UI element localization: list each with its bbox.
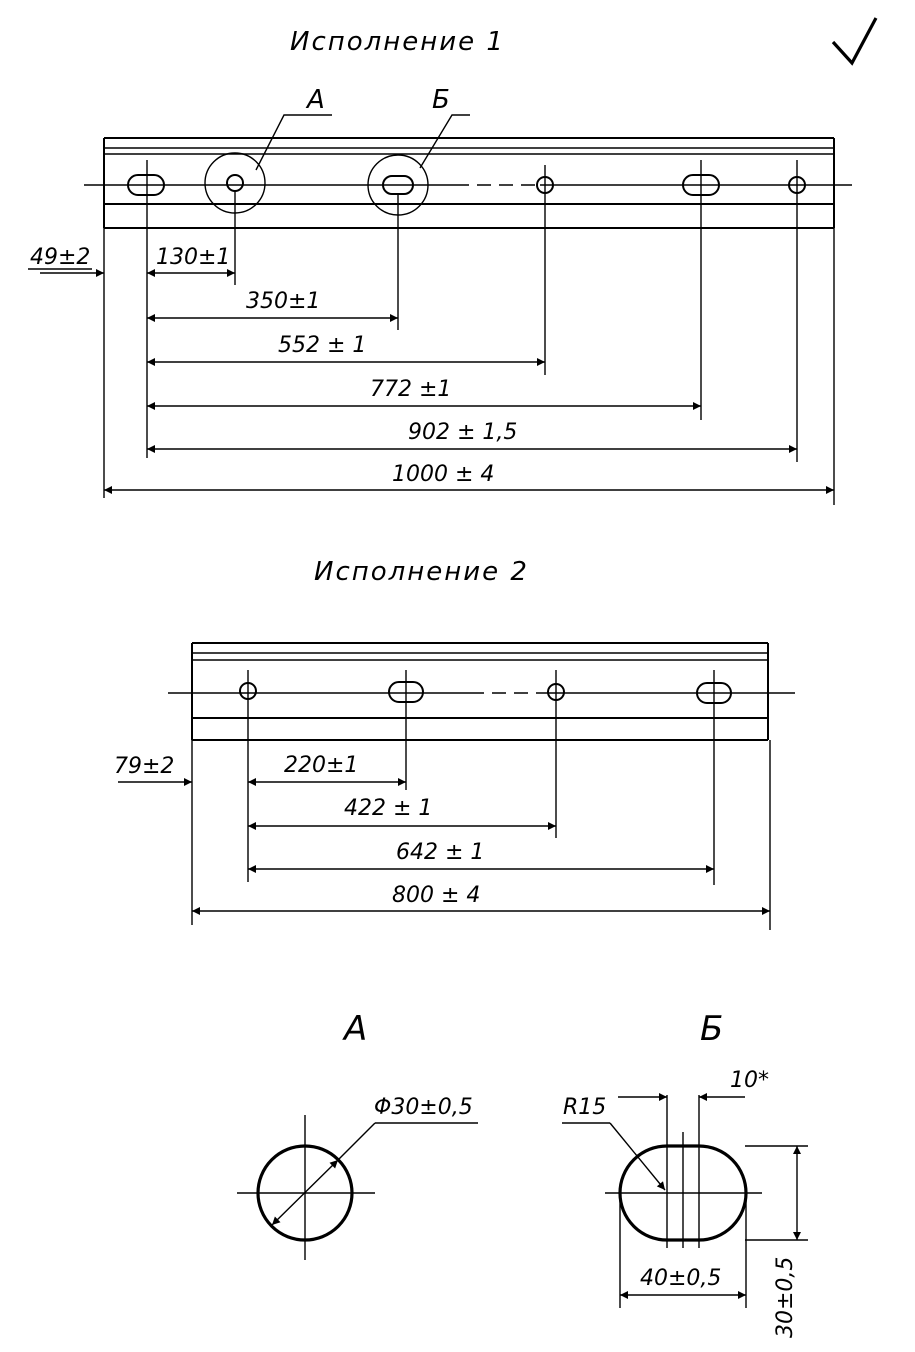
dim-1000: 1000 ± 4 [104,462,834,494]
dim-49: 49±2 [28,245,104,277]
variant2-title: Исполнение 2 [314,557,529,587]
dim-220: 220±1 [248,753,406,786]
svg-text:350±1: 350±1 [246,289,320,314]
svg-text:552 ± 1: 552 ± 1 [278,333,366,358]
svg-text:800 ± 4: 800 ± 4 [392,883,480,908]
extension-lines [103,160,835,505]
round-hole [226,174,244,192]
svg-text:49±2: 49±2 [30,245,90,270]
detail-a-label: А [342,1009,367,1049]
diameter-label: Φ30±0,5 [374,1095,473,1120]
width-star-label: 10* [730,1068,769,1093]
dim-902: 902 ± 1,5 [147,420,797,453]
variant2-bar [168,642,795,741]
dim-350: 350±1 [147,289,398,322]
dim-552: 552 ± 1 [147,333,545,366]
callout-a-label: А [305,85,327,115]
height-label: 30±0,5 [773,1257,798,1338]
svg-text:422 ± 1: 422 ± 1 [344,796,432,821]
dim-422: 422 ± 1 [248,796,556,830]
check-mark-icon [831,17,878,66]
variant1-title: Исполнение 1 [290,27,505,57]
radius-label: R15 [563,1095,606,1120]
svg-text:772 ±1: 772 ±1 [370,377,451,402]
detail-a-hole: Φ30±0,5 [237,1095,478,1260]
svg-text:902 ± 1,5: 902 ± 1,5 [408,420,517,445]
variant1-bar [84,137,852,229]
svg-text:642 ± 1: 642 ± 1 [396,840,484,865]
length-label: 40±0,5 [640,1266,721,1291]
detail-b-slot: 10* R15 40±0,5 30±0,5 [562,1068,808,1338]
dim-772: 772 ±1 [147,377,701,410]
dim-642: 642 ± 1 [248,840,714,873]
detail-b-label: Б [700,1009,723,1049]
dim-800: 800 ± 4 [192,883,770,915]
slot-hole [127,174,165,196]
svg-text:130±1: 130±1 [156,245,230,270]
svg-text:1000 ± 4: 1000 ± 4 [392,462,494,487]
slot-hole [382,175,414,195]
extension-lines [191,670,771,930]
callout-b-label: Б [432,85,452,115]
svg-text:79±2: 79±2 [114,754,174,779]
dim-79: 79±2 [114,754,192,786]
svg-text:220±1: 220±1 [284,753,358,778]
dim-130: 130±1 [147,245,235,277]
